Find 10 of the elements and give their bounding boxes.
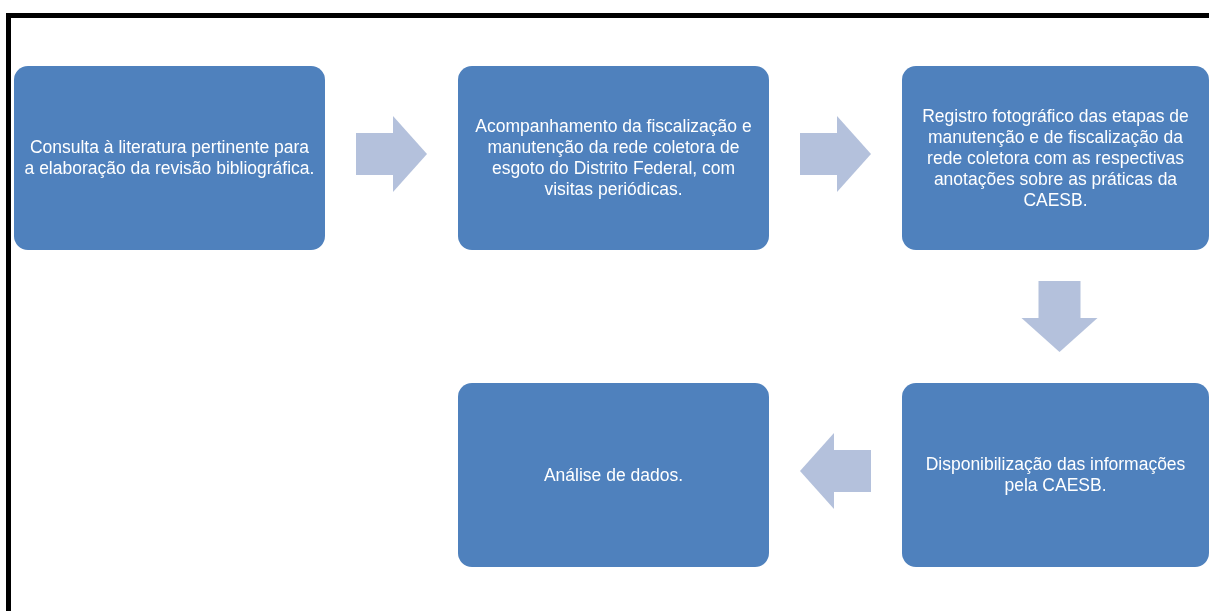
process-box bbox=[14, 66, 325, 250]
box-text: Análise de dados. bbox=[543, 464, 684, 486]
box-text: Consulta à literatura pertinente para a elaboração da revisão bibliográfica. bbox=[24, 137, 315, 179]
process-box bbox=[902, 66, 1209, 250]
process-box bbox=[458, 66, 769, 250]
box-text: Acompanhamento da fiscalização e manutenção da rede coletora de esgoto do Distrito Federal, com visitas periódicas. bbox=[474, 116, 753, 200]
box-text: Disponibilização das informações pela CAESB. bbox=[924, 454, 1187, 496]
process-box bbox=[458, 383, 769, 567]
box-text: Registro fotográfico das etapas de manutenção e de fiscalização da rede coletora com as respectivas anotações sobre as práticas da CAESB. bbox=[921, 105, 1190, 211]
process-box bbox=[902, 383, 1209, 567]
